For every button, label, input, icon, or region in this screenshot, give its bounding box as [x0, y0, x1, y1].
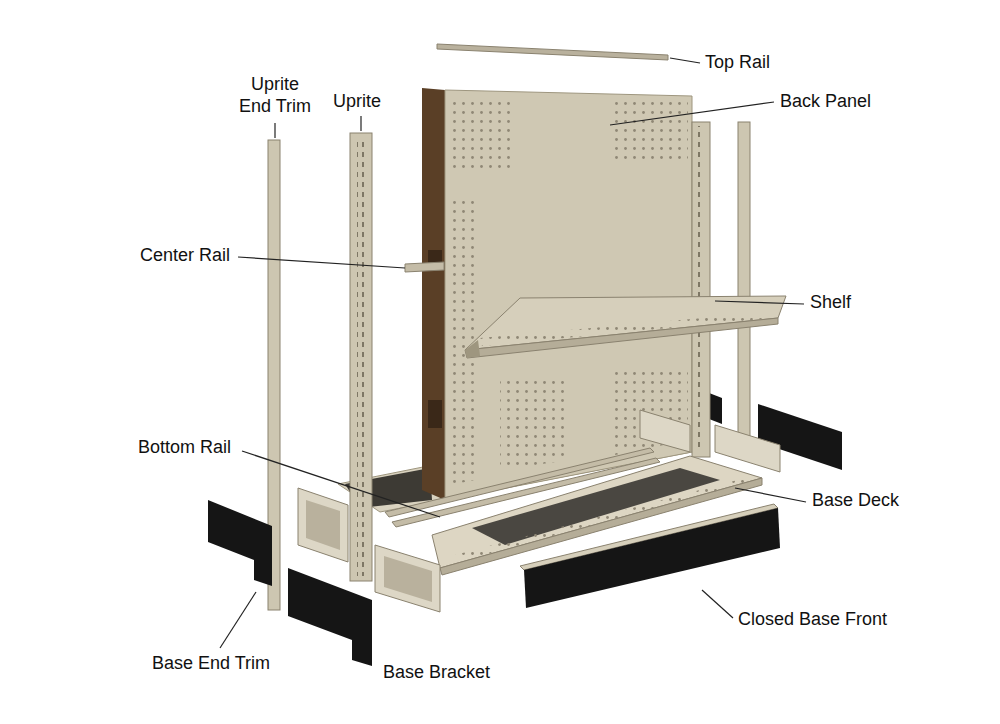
- leader-line: [242, 451, 440, 517]
- part-label: Center Rail: [140, 245, 230, 267]
- peg-holes: [450, 96, 510, 170]
- part-label: Uprite: [333, 91, 381, 113]
- part-label: Top Rail: [705, 52, 770, 74]
- back-panel: [445, 90, 692, 500]
- uprite: [692, 122, 710, 457]
- part-label: Base End Trim: [152, 653, 270, 675]
- center-rail: [405, 262, 444, 272]
- base-bracket: [306, 500, 340, 550]
- leader-line: [360, 116, 361, 131]
- peg-holes: [450, 200, 475, 485]
- leader-line: [702, 590, 733, 618]
- leader-line: [670, 58, 700, 63]
- uprite-slots: [698, 126, 704, 452]
- leader-line: [610, 102, 774, 125]
- uprite-slots: [357, 138, 364, 576]
- shelf-bracket: [465, 340, 480, 358]
- base-bracket: [640, 410, 690, 452]
- part-label: Shelf: [810, 292, 851, 314]
- leader-lines: [220, 58, 806, 648]
- base-bracket: [375, 545, 440, 612]
- leader-line: [715, 301, 804, 304]
- part-label: Base Deck: [812, 490, 899, 512]
- top-rail: [437, 44, 668, 60]
- part-label: Back Panel: [780, 91, 871, 113]
- leader-line: [238, 257, 405, 268]
- leader-line: [274, 123, 275, 138]
- peg-holes: [610, 97, 688, 160]
- closed-base-front: [524, 508, 780, 608]
- base-end-trim: [288, 568, 372, 666]
- base-bracket: [715, 425, 780, 472]
- part-label: Bottom Rail: [138, 437, 231, 459]
- uprite-end-trim: [738, 122, 750, 452]
- part-label: Closed Base Front: [738, 609, 887, 631]
- base-end-trim: [208, 500, 272, 586]
- leader-line: [220, 592, 256, 648]
- panel-side: [422, 88, 445, 500]
- base-bracket: [298, 488, 348, 562]
- peg-holes: [480, 312, 772, 346]
- part-label: Uprite End Trim: [234, 74, 316, 117]
- panel-side: [428, 400, 442, 428]
- uprite: [350, 133, 372, 581]
- part-label: Base Bracket: [383, 662, 490, 684]
- leader-line: [735, 488, 806, 502]
- base-bracket: [384, 556, 432, 602]
- peg-holes: [500, 380, 570, 470]
